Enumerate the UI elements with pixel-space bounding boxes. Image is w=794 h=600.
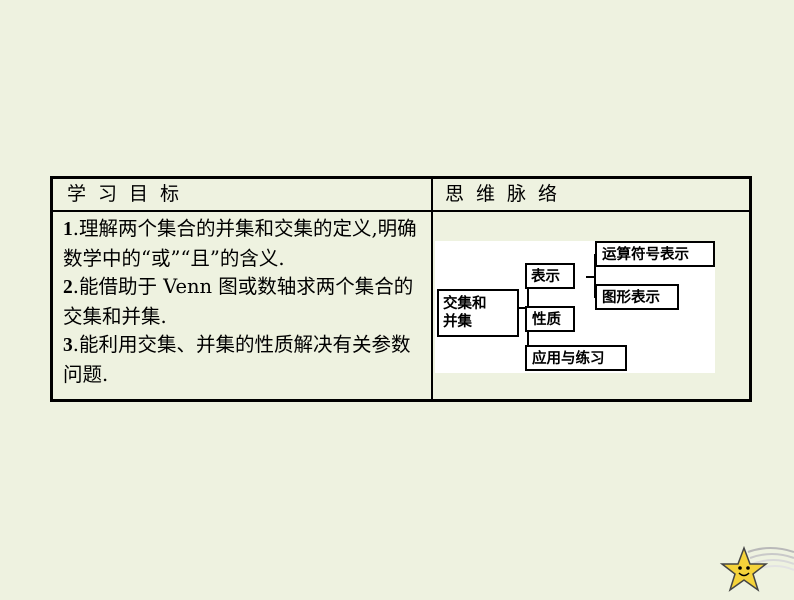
express-connector <box>586 276 594 278</box>
objective-text: .理解两个集合的并集和交集的定义,明确数学中的“或”“且”的含义. <box>63 217 417 270</box>
objective-item-1: 1.理解两个集合的并集和交集的定义,明确数学中的“或”“且”的含义. <box>63 215 425 273</box>
objective-item-2: 2.能借助于 Venn 图或数轴求两个集合的交集和并集. <box>63 273 425 331</box>
mind-map: 交集和 并集 表示 性质 应用与练习 运算符号表示 图形表示 <box>435 241 715 373</box>
objectives-table: 学习目标 思维脉络 1.理解两个集合的并集和交集的定义,明确数学中的“或”“且”… <box>50 176 752 402</box>
mindmap-branch-express: 表示 <box>525 263 575 289</box>
objective-item-3: 3.能利用交集、并集的性质解决有关参数问题. <box>63 331 425 389</box>
objective-number: 1 <box>63 219 73 240</box>
express-split-vertical <box>594 254 596 297</box>
mindmap-root: 交集和 并集 <box>437 289 519 337</box>
objective-text: .能利用交集、并集的性质解决有关参数问题. <box>63 333 411 386</box>
objectives-list: 1.理解两个集合的并集和交集的定义,明确数学中的“或”“且”的含义. 2.能借助… <box>63 215 425 389</box>
objective-number: 3 <box>63 335 73 356</box>
column-divider <box>431 179 433 399</box>
mindmap-root-line2: 并集 <box>443 314 472 330</box>
objective-text: .能借助于 Venn 图或数轴求两个集合的交集和并集. <box>63 275 414 328</box>
mindmap-leaf-graph: 图形表示 <box>595 284 679 310</box>
smiling-star-icon <box>718 540 794 596</box>
root-connector <box>519 307 527 309</box>
header-thinking-context: 思维脉络 <box>445 183 570 205</box>
mindmap-branch-application: 应用与练习 <box>525 345 627 371</box>
mindmap-leaf-symbol: 运算符号表示 <box>595 241 715 267</box>
header-learning-objectives: 学习目标 <box>67 183 192 205</box>
objective-number: 2 <box>63 277 73 298</box>
header-divider <box>53 210 749 212</box>
mindmap-root-line1: 交集和 <box>443 296 487 312</box>
mindmap-branch-property: 性质 <box>525 306 575 332</box>
